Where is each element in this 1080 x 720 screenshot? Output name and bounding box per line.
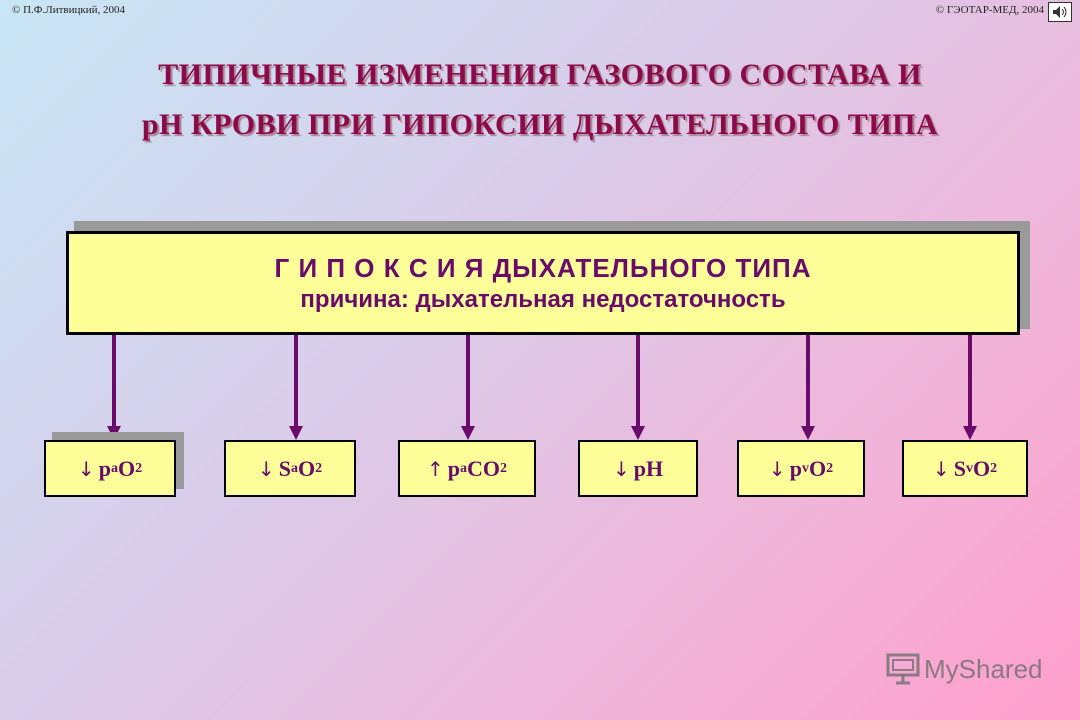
hypoxia-cause: причина: дыхательная недостаточность [300, 285, 786, 313]
param-symbol: pH [633, 455, 664, 481]
arrowhead [801, 426, 815, 440]
param-symbol: p [98, 455, 111, 481]
speaker-icon[interactable] [1048, 2, 1072, 22]
param-symbol: O [297, 455, 316, 481]
param-symbol: O [117, 455, 136, 481]
change-arrow-icon: ↓ [768, 456, 786, 481]
param-subscript: v [801, 460, 809, 476]
arrowhead [289, 426, 303, 440]
param-subscript: a [460, 460, 467, 476]
param-subscript: 2 [500, 460, 507, 476]
hypoxia-type-heading: Г И П О К С И Я ДЫХАТЕЛЬНОГО ТИПА [274, 252, 812, 283]
param-subscript: 2 [315, 460, 323, 476]
title-line-1: ТИПИЧНЫЕ ИЗМЕНЕНИЯ ГАЗОВОГО СОСТАВА И [158, 58, 922, 91]
change-arrow-icon: ↓ [612, 456, 630, 481]
watermark: MyShared [884, 652, 1043, 686]
change-arrow-icon: ↓ [77, 456, 95, 481]
param-subscript: 2 [826, 460, 834, 476]
param-symbol: CO [467, 455, 500, 481]
param-symbol: p [447, 455, 460, 481]
param-subscript: a [110, 460, 118, 476]
param-symbol: S [953, 455, 966, 481]
param-symbol: O [972, 455, 991, 481]
copyright-left: © П.Ф.Литвицкий, 2004 [12, 4, 125, 16]
param-subscript: 2 [135, 460, 143, 476]
arrowhead [963, 426, 977, 440]
title-line-2: рН КРОВИ ПРИ ГИПОКСИИ ДЫХАТЕЛЬНОГО ТИПА [141, 108, 939, 141]
hypoxia-type-box: Г И П О К С И Я ДЫХАТЕЛЬНОГО ТИПА причин… [66, 231, 1020, 335]
arrowhead [461, 426, 475, 440]
param-subscript: a [290, 460, 298, 476]
watermark-text: MyShared [924, 653, 1043, 684]
arrowhead [631, 426, 645, 440]
change-arrow-icon: ↓ [932, 456, 950, 481]
speaker-glyph [1053, 6, 1067, 18]
change-arrow-icon: ↓ [257, 456, 275, 481]
change-arrow-icon: ↑ [426, 456, 444, 481]
copyright-right: © ГЭОТАР-МЕД, 2004 [935, 4, 1044, 16]
param-symbol: S [278, 455, 291, 481]
presentation-icon [886, 653, 920, 685]
param-symbol: O [808, 455, 827, 481]
param-box: ↓pH [578, 440, 698, 497]
param-subscript: 2 [990, 460, 998, 476]
param-subscript: v [965, 460, 973, 476]
param-symbol: p [789, 455, 802, 481]
